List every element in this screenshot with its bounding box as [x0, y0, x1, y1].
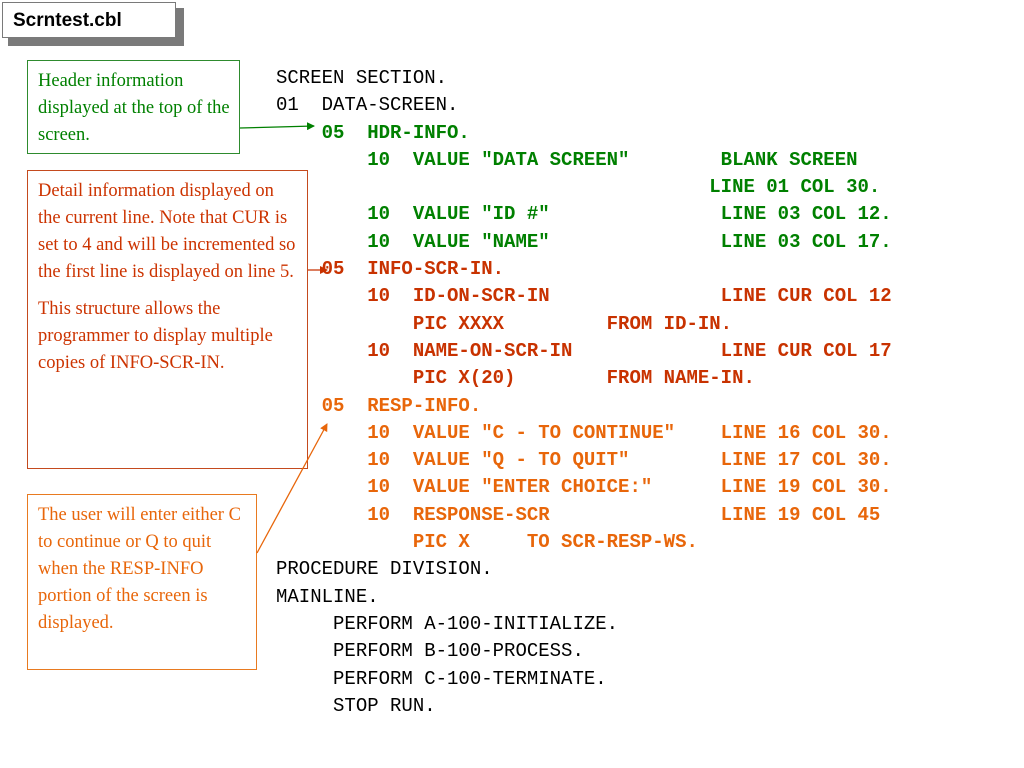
code-line: 10 VALUE "NAME" LINE 03 COL 17.	[276, 230, 892, 253]
code-line: 10 ID-ON-SCR-IN LINE CUR COL 12	[276, 285, 892, 308]
code-line: 10 VALUE "DATA SCREEN" BLANK SCREEN	[276, 148, 858, 171]
code-line: PIC X TO SCR-RESP-WS.	[276, 531, 698, 554]
code-line: PIC X(20) FROM NAME-IN.	[276, 367, 755, 390]
code-line: PERFORM C-100-TERMINATE.	[276, 667, 607, 690]
code-line: PROCEDURE DIVISION.	[276, 558, 493, 581]
note-response-info: The user will enter either C to continue…	[27, 494, 257, 670]
slide-title: Scrntest.cbl	[2, 2, 176, 38]
code-line: 01 DATA-SCREEN.	[276, 94, 459, 117]
code-line: 10 RESPONSE-SCR LINE 19 COL 45	[276, 503, 881, 526]
code-line: LINE 01 COL 30.	[276, 176, 881, 199]
code-line: PERFORM B-100-PROCESS.	[276, 640, 584, 663]
code-line: 10 NAME-ON-SCR-IN LINE CUR COL 17	[276, 339, 892, 362]
code-listing: SCREEN SECTION. 01 DATA-SCREEN. 05 HDR-IN…	[276, 65, 892, 720]
code-line: 10 VALUE "C - TO CONTINUE" LINE 16 COL 3…	[276, 421, 892, 444]
note-detail-info: Detail information displayed on the curr…	[27, 170, 308, 469]
note-detail-text-2: This structure allows the programmer to …	[38, 299, 273, 373]
note-detail-text-1: Detail information displayed on the curr…	[38, 181, 296, 282]
code-line: 10 VALUE "ID #" LINE 03 COL 12.	[276, 203, 892, 226]
code-line: 05 HDR-INFO.	[276, 121, 470, 144]
code-line: 05 INFO-SCR-IN.	[276, 258, 505, 281]
code-line: PIC XXXX FROM ID-IN.	[276, 312, 733, 335]
code-line: PERFORM A-100-INITIALIZE.	[276, 612, 619, 635]
note-response-text: The user will enter either C to continue…	[38, 505, 241, 633]
code-line: 10 VALUE "ENTER CHOICE:" LINE 19 COL 30.	[276, 476, 892, 499]
note-header-text: Header information displayed at the top …	[38, 71, 230, 145]
note-header-info: Header information displayed at the top …	[27, 60, 240, 154]
code-line: MAINLINE.	[276, 585, 379, 608]
code-line: SCREEN SECTION.	[276, 67, 448, 89]
code-line: STOP RUN.	[276, 694, 436, 717]
code-line: 10 VALUE "Q - TO QUIT" LINE 17 COL 30.	[276, 449, 892, 472]
code-line: 05 RESP-INFO.	[276, 394, 482, 417]
